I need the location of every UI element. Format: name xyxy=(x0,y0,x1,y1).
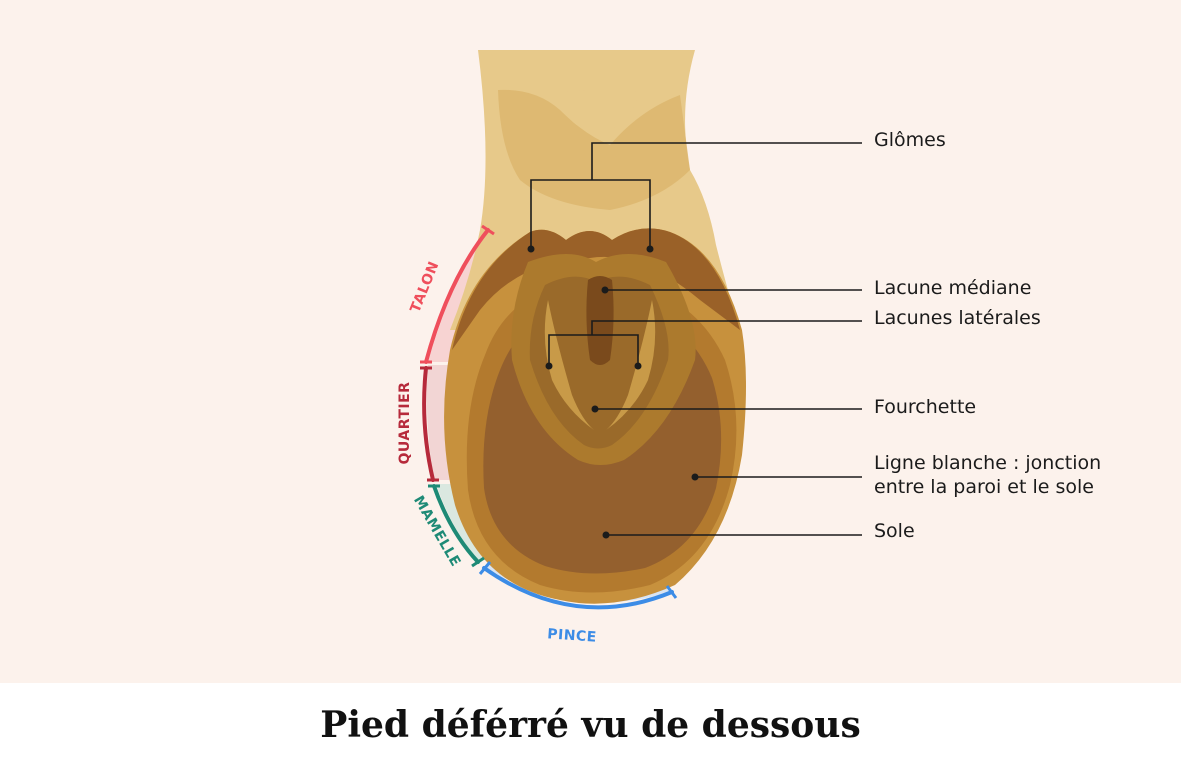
dot-lacune-mediane xyxy=(601,286,609,294)
label-lacunes-laterales: Lacunes latérales xyxy=(874,307,1041,329)
dot-glome-left xyxy=(527,245,535,253)
pince-arc-tick-right xyxy=(665,585,678,599)
dot-lacune-laterale-left xyxy=(545,362,553,370)
dot-fourchette xyxy=(591,405,599,413)
lateral-lacuna-right xyxy=(606,300,656,430)
pince-arc-tick-left xyxy=(478,561,492,575)
label-lacune-mediane: Lacune médiane xyxy=(874,277,1032,299)
talon-arc xyxy=(424,228,490,364)
heel-bulbs xyxy=(452,228,740,350)
dot-glome-right xyxy=(646,245,654,253)
dot-lacune-laterale-right xyxy=(634,362,642,370)
caption: Pied déférré vu de dessous xyxy=(320,704,861,746)
talon-arc-tick-top xyxy=(481,224,495,236)
label-fourchette: Fourchette xyxy=(874,396,977,418)
leader-lines xyxy=(530,142,862,536)
mamelle-arc-tick-bottom xyxy=(471,556,485,568)
pastern-highlight xyxy=(555,90,640,134)
mamelle-arc xyxy=(432,484,480,564)
leader-lacunes-laterales xyxy=(548,320,862,365)
dot-ligne-blanche xyxy=(691,473,699,481)
lateral-lacuna-left xyxy=(544,300,594,430)
leader-dots xyxy=(527,245,699,539)
quartier-arc xyxy=(422,366,435,482)
label-ligne-blanche-line2: entre la paroi et le sole xyxy=(874,476,1094,498)
label-sole: Sole xyxy=(874,520,915,542)
hoof-diagram xyxy=(420,50,862,610)
zone-label-quartier: QUARTIER xyxy=(397,381,413,465)
pince-arc xyxy=(482,566,674,610)
label-ligne-blanche-line1: Ligne blanche : jonction xyxy=(874,452,1102,474)
label-glomes: Glômes xyxy=(874,129,946,151)
dot-sole xyxy=(602,531,610,539)
leader-glomes xyxy=(530,142,862,248)
